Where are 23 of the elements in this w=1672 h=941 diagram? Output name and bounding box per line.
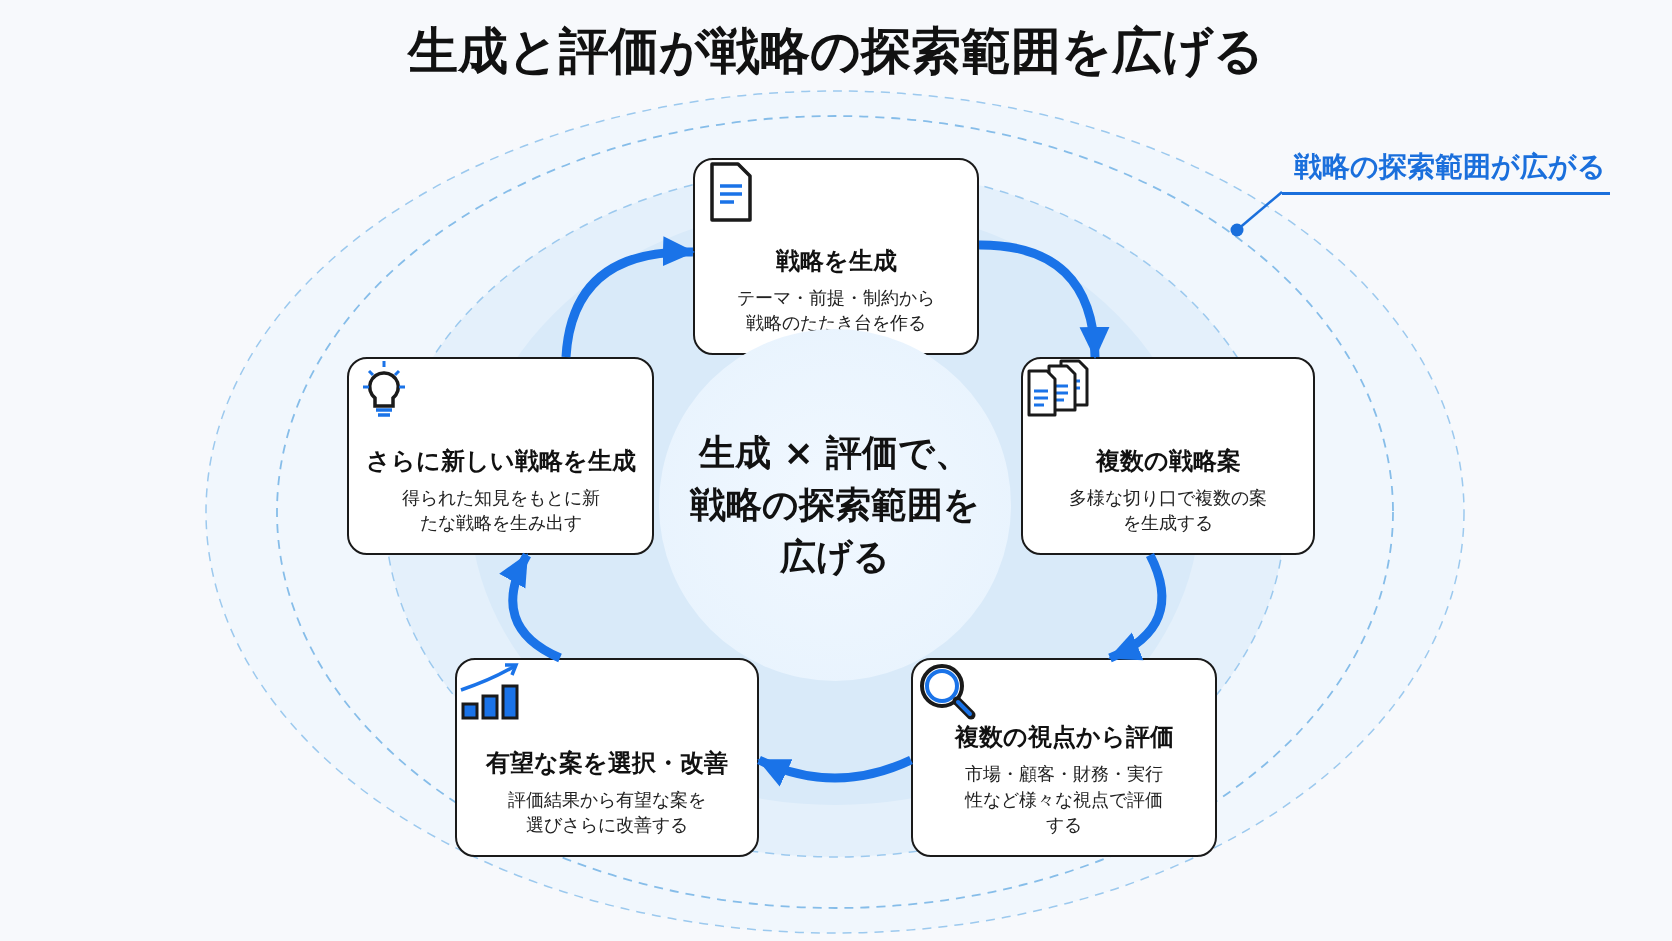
callout-text: 戦略の探索範囲が広がる xyxy=(1282,148,1610,195)
cycle-arrow xyxy=(561,237,695,358)
step-title: 複数の視点から評価 xyxy=(954,722,1174,754)
leader-line xyxy=(1230,191,1283,237)
cycle-arrow xyxy=(500,552,562,663)
step-title: さらに新しい戦略を生成 xyxy=(365,445,636,477)
step-title: 複数の戦略案 xyxy=(1095,445,1241,477)
step-description: 多様な切り口で複数の案を生成する xyxy=(1068,485,1268,535)
step-title: 戦略を生成 xyxy=(775,245,897,277)
cycle-arrow xyxy=(1108,553,1167,663)
cycle-arrow xyxy=(757,755,913,786)
step-box xyxy=(1021,357,1315,555)
cycle-arrow xyxy=(978,240,1109,359)
step-box xyxy=(911,658,1217,857)
step-title: 有望な案を選択・改善 xyxy=(486,747,728,779)
step-box xyxy=(347,357,654,555)
step-box xyxy=(455,658,759,857)
title: 生成と評価が戦略の探索範囲を広げる xyxy=(406,21,1265,82)
step-description: 評価結果から有望な案を選びさらに改善する xyxy=(507,787,707,837)
center-text: 生成 × 評価で、戦略の探索範囲を広げる xyxy=(689,430,981,580)
step-description: 市場・顧客・財務・実行性など様々な視点で評価する xyxy=(963,762,1164,837)
step-description: 得られた知見をもとに新たな戦略を生み出す xyxy=(400,485,601,535)
step-box xyxy=(693,158,979,355)
